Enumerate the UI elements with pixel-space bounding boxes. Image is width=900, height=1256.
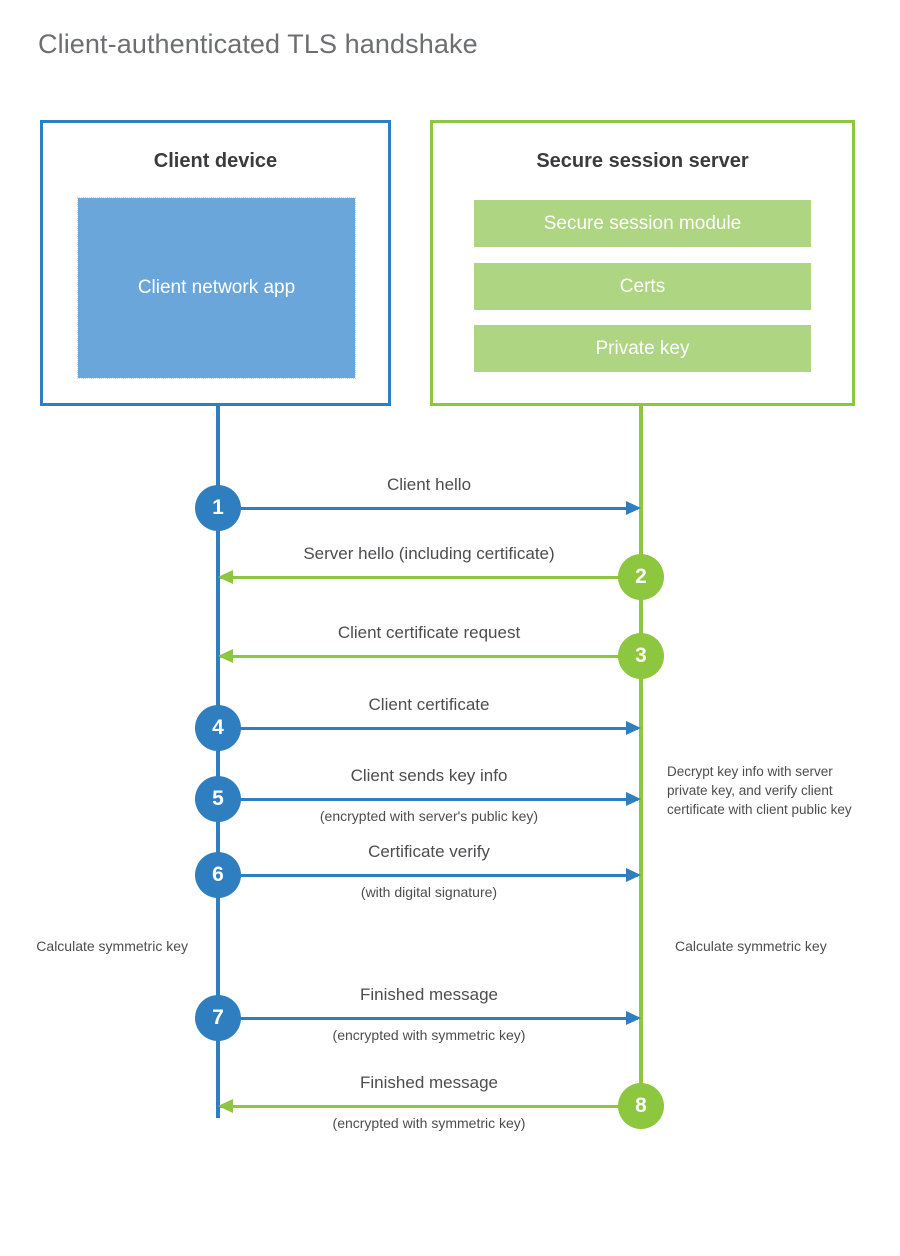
step-circle-1[interactable]: 1 [195, 485, 241, 531]
client-network-app-block: Client network app [77, 197, 356, 379]
arrow-head-icon-5 [626, 792, 641, 806]
note-calculate-symmetric-key-client: Calculate symmetric key [36, 938, 188, 954]
arrow-line-8 [220, 1105, 640, 1108]
message-label-2: Server hello (including certificate) [303, 544, 555, 563]
step-circle-2[interactable]: 2 [618, 554, 664, 600]
client-device-box: Client device Client network app [40, 120, 391, 406]
arrow-head-icon-2 [218, 570, 233, 584]
arrow-line-6 [218, 874, 638, 877]
page-title: Client-authenticated TLS handshake [38, 29, 478, 59]
message-sublabel-6: (with digital signature) [360, 884, 498, 900]
message-label-7: Finished message [360, 985, 498, 1004]
arrow-line-4 [218, 727, 638, 730]
note-calculate-symmetric-key-server: Calculate symmetric key [675, 938, 827, 954]
note-decrypt-key-info: Decrypt key info with server private key… [667, 764, 852, 818]
message-sublabel-5: (encrypted with server's public key) [319, 808, 539, 824]
client-lifeline [216, 406, 220, 1118]
arrow-line-5 [218, 798, 638, 801]
message-label-4: Client certificate [368, 695, 490, 714]
arrow-line-7 [218, 1017, 638, 1020]
arrow-head-icon-4 [626, 721, 641, 735]
step-circle-5[interactable]: 5 [195, 776, 241, 822]
step-circle-3[interactable]: 3 [618, 633, 664, 679]
client-device-title: Client device [153, 150, 278, 172]
message-label-3: Client certificate request [337, 623, 521, 642]
arrow-head-icon-1 [626, 501, 641, 515]
step-circle-8[interactable]: 8 [618, 1083, 664, 1129]
server-component-secure-session-module: Secure session module [474, 200, 811, 247]
secure-session-server-box: Secure session server Secure session mod… [430, 120, 855, 406]
arrow-head-icon-7 [626, 1011, 641, 1025]
step-circle-4[interactable]: 4 [195, 705, 241, 751]
arrow-head-icon-6 [626, 868, 641, 882]
arrow-head-icon-8 [218, 1099, 233, 1113]
arrow-line-3 [220, 655, 640, 658]
step-circle-6[interactable]: 6 [195, 852, 241, 898]
message-label-8: Finished message [360, 1073, 498, 1092]
arrow-line-2 [220, 576, 640, 579]
secure-session-server-title: Secure session server [536, 150, 749, 172]
message-label-1: Client hello [386, 475, 472, 494]
message-label-6: Certificate verify [368, 842, 490, 861]
message-label-5: Client sends key info [350, 766, 508, 785]
message-sublabel-8: (encrypted with symmetric key) [332, 1115, 526, 1131]
step-circle-7[interactable]: 7 [195, 995, 241, 1041]
arrow-head-icon-3 [218, 649, 233, 663]
message-sublabel-7: (encrypted with symmetric key) [332, 1027, 526, 1043]
server-lifeline [639, 406, 643, 1106]
server-component-private-key: Private key [474, 325, 811, 372]
arrow-line-1 [218, 507, 638, 510]
server-component-certs: Certs [474, 263, 811, 310]
